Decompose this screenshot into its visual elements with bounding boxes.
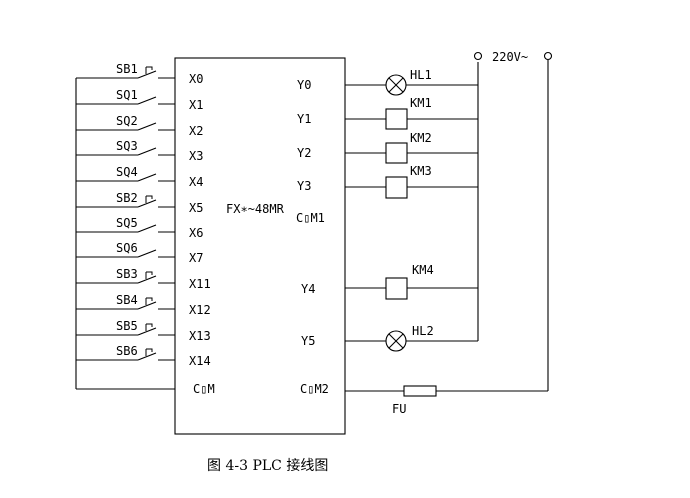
switch-label: SB1 xyxy=(116,62,138,76)
switch-sq3: SQ3 xyxy=(76,139,175,156)
supply-label: 220V~ xyxy=(492,50,528,64)
switch-sq6: SQ6 xyxy=(76,241,175,258)
plc-input-x4: X4 xyxy=(189,175,203,189)
plc-input-x13: X13 xyxy=(189,329,211,343)
plc-output-y4: Y4 xyxy=(301,282,315,296)
plc-output-y3: Y3 xyxy=(297,179,311,193)
figure-caption: 图 4-3 PLC 接线图 xyxy=(207,457,328,474)
switch-label: SQ5 xyxy=(116,216,138,230)
switch-sb4: SB4 xyxy=(76,293,175,310)
plc-output-y0: Y0 xyxy=(297,78,311,92)
plc-input-x12: X12 xyxy=(189,303,211,317)
switch-label: SQ2 xyxy=(116,114,138,128)
plc-input-x6: X6 xyxy=(189,226,203,240)
switch-sb6: SB6 xyxy=(76,344,175,361)
km4-coil-icon xyxy=(385,277,408,300)
switch-label: SB2 xyxy=(116,191,138,205)
km4-label: KM4 xyxy=(412,263,434,277)
plc-input-x14: X14 xyxy=(189,354,211,368)
plc-input-common: C▯M xyxy=(193,382,215,396)
hl2-label: HL2 xyxy=(412,324,434,338)
switch-label: SB4 xyxy=(116,293,138,307)
supply-terminal-left-icon xyxy=(473,51,483,61)
plc-input-x2: X2 xyxy=(189,124,203,138)
switch-sq1: SQ1 xyxy=(76,88,175,105)
switch-label: SQ6 xyxy=(116,241,138,255)
plc-output-y2: Y2 xyxy=(297,146,311,160)
km1-label: KM1 xyxy=(410,96,432,110)
hl1-label: HL1 xyxy=(410,68,432,82)
switch-label: SQ4 xyxy=(116,165,138,179)
switch-label: SQ3 xyxy=(116,139,138,153)
switch-sq5: SQ5 xyxy=(76,216,175,233)
km1-coil-icon xyxy=(385,108,408,130)
km3-coil-icon xyxy=(385,176,408,199)
switch-label: SB5 xyxy=(116,319,138,333)
fuse-label: FU xyxy=(392,402,406,416)
km3-label: KM3 xyxy=(410,164,432,178)
km2-coil-icon xyxy=(385,142,408,164)
plc-output-y5: Y5 xyxy=(301,334,315,348)
switch-sq4: SQ4 xyxy=(76,165,175,182)
plc-input-x7: X7 xyxy=(189,251,203,265)
plc-input-x3: X3 xyxy=(189,149,203,163)
supply-terminal-right-icon xyxy=(543,51,553,61)
plc-box xyxy=(174,57,346,435)
plc-output-common2: C▯M2 xyxy=(300,382,329,396)
switch-label: SB3 xyxy=(116,267,138,281)
plc-input-x0: X0 xyxy=(189,72,203,86)
fuse-icon xyxy=(403,385,437,397)
hl2-lamp-icon xyxy=(385,330,407,352)
plc-output-common1: C▯M1 xyxy=(296,211,325,225)
plc-input-x11: X11 xyxy=(189,277,211,291)
km2-label: KM2 xyxy=(410,131,432,145)
hl1-lamp-icon xyxy=(385,74,407,96)
plc-input-x1: X1 xyxy=(189,98,203,112)
plc-model-label: FX∗~48MR xyxy=(226,202,285,216)
switch-sb5: SB5 xyxy=(76,319,175,336)
switch-sq2: SQ2 xyxy=(76,114,175,131)
plc-input-x5: X5 xyxy=(189,201,203,215)
switch-label: SB6 xyxy=(116,344,138,358)
switch-sb2: SB2 xyxy=(76,191,175,208)
switch-sb1: SB1 xyxy=(76,62,175,79)
switch-sb3: SB3 xyxy=(76,267,175,284)
plc-output-y1: Y1 xyxy=(297,112,311,126)
switch-label: SQ1 xyxy=(116,88,138,102)
